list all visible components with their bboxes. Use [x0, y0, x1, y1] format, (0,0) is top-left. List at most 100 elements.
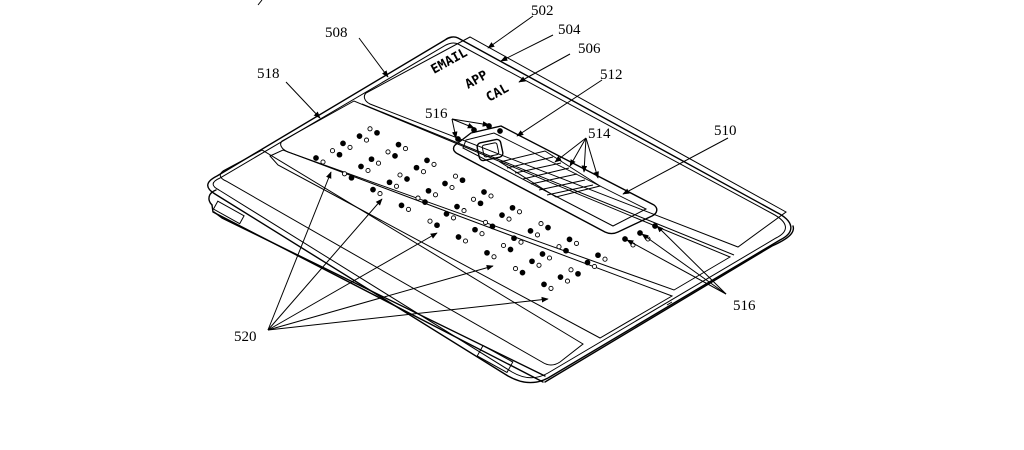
pad-dot: [340, 140, 346, 147]
pad-dot: [566, 236, 573, 243]
pad-dot: [491, 254, 497, 260]
pad-dot: [449, 184, 455, 191]
pad-dot: [404, 176, 410, 182]
pad-dot: [386, 179, 393, 186]
pad-dot: [538, 221, 544, 227]
pad-dot: [365, 167, 371, 174]
pad-dot: [529, 258, 535, 265]
pad-dot: [564, 278, 571, 284]
ref-508: 508: [325, 25, 348, 41]
window-icon: [476, 138, 504, 162]
pad-dot: [479, 231, 485, 237]
ref-514: 514: [588, 126, 611, 142]
pad-dot: [459, 177, 466, 184]
pad-dot: [484, 249, 490, 256]
pad-dot: [488, 193, 494, 199]
pad-dot: [527, 228, 534, 234]
pad-dot: [541, 281, 547, 288]
pad-dot: [442, 180, 448, 187]
pad-dot: [341, 171, 348, 177]
pad-dot: [374, 129, 380, 136]
panel-top: [363, 36, 787, 248]
pad-dot: [482, 219, 489, 225]
pad-dot: [462, 238, 469, 244]
screen-label-app: APP: [463, 68, 491, 93]
screen-label-cal: CAL: [484, 81, 512, 106]
pad-dot: [539, 251, 546, 257]
pad-dot: [584, 259, 591, 266]
pad-dot: [450, 215, 457, 221]
ref-518: 518: [257, 66, 280, 82]
pad-dot: [452, 173, 459, 179]
magnet-dot: [652, 223, 658, 229]
ref-520: 520: [234, 329, 257, 345]
pad-dot: [506, 216, 512, 222]
pad-dot: [363, 137, 370, 143]
ref-516-right: 516: [733, 298, 756, 314]
pad-dot: [358, 163, 364, 170]
pad-dot: [536, 262, 542, 268]
pad-dot: [591, 263, 598, 270]
pad-dot: [432, 192, 439, 198]
screen-label-email: EMAIL: [429, 45, 471, 77]
pad-dot: [398, 202, 405, 209]
panel-lower-middle: [269, 149, 674, 339]
magnet-dot: [622, 236, 628, 242]
magnet-dot: [497, 128, 503, 134]
pad-dot: [509, 204, 516, 211]
pad-dot: [420, 169, 427, 175]
pad-dot: [395, 141, 402, 148]
pad-dot: [602, 256, 608, 262]
fold-panels: [219, 36, 787, 366]
pad-dot: [329, 148, 336, 154]
pad-dot: [392, 153, 398, 159]
pad-dot: [367, 126, 373, 132]
magnet-dot: [637, 230, 643, 236]
pad-dot: [422, 199, 428, 205]
pad-dot: [427, 218, 433, 224]
pad-dot: [512, 266, 519, 272]
pad-dot: [499, 212, 505, 218]
edge-mark: [257, 0, 263, 6]
ref-506: 506: [578, 41, 601, 57]
cover: [207, 36, 792, 384]
pad-dot: [534, 232, 541, 238]
screen-labels: EMAIL APP CAL: [429, 45, 512, 105]
pad-dot: [415, 195, 421, 201]
pad-dot: [347, 144, 353, 150]
pad-dot: [413, 164, 420, 171]
pad-dot: [356, 133, 363, 139]
pad-dot: [313, 155, 319, 161]
pad-dot: [489, 223, 496, 230]
pad-dot: [548, 285, 554, 291]
ref-510: 510: [714, 123, 737, 139]
pad-dot: [500, 242, 507, 249]
pad-dot: [393, 183, 400, 189]
pad-dot: [336, 151, 343, 158]
pad-dot: [424, 157, 430, 164]
pad-dot: [518, 239, 524, 245]
pad-dot: [516, 209, 523, 215]
ref-504: 504: [558, 22, 581, 38]
magnet-dot: [471, 127, 477, 133]
pad-dot: [425, 187, 432, 194]
pad-dot: [348, 174, 355, 181]
pad-dot: [563, 247, 569, 254]
pad-dot: [511, 235, 517, 242]
pad-dot: [568, 267, 574, 273]
ref-516-top: 516: [425, 106, 448, 122]
pad-dot: [477, 200, 484, 207]
pad-dot: [375, 160, 382, 166]
pad-dot: [472, 226, 478, 233]
pad-dot: [368, 156, 375, 163]
pad-dot: [397, 172, 403, 178]
pad-dot: [370, 186, 376, 193]
pad-dot: [470, 196, 477, 202]
dot-matrix: [313, 123, 658, 291]
pad-dot: [573, 240, 580, 246]
pad-dot: [385, 149, 391, 155]
pad-dot: [546, 255, 553, 261]
device-body: [208, 189, 795, 383]
ref-512: 512: [600, 67, 623, 83]
